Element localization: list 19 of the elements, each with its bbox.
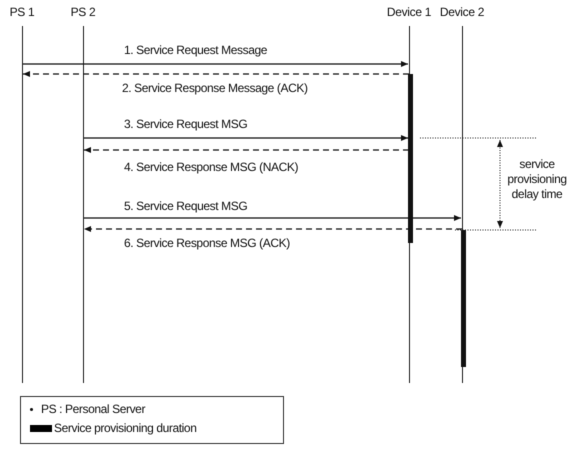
edge-label: 1. Service Request Message xyxy=(124,43,268,57)
participant-label: Device 1 xyxy=(386,5,432,20)
participant-label: PS 2 xyxy=(70,5,96,20)
edge-label: 4. Service Response MSG (NACK) xyxy=(124,160,298,174)
edge-label: 3. Service Request MSG xyxy=(124,117,248,131)
participant-label: Device 2 xyxy=(440,5,484,20)
edge-label: 6. Service Response MSG (ACK) xyxy=(124,236,290,250)
message-arrow xyxy=(84,215,461,221)
message-arrow xyxy=(84,147,409,153)
participant-label: PS 1 xyxy=(10,5,34,20)
edge-label: 5. Service Request MSG xyxy=(124,199,248,213)
legend-text: PS : Personal Server xyxy=(41,401,146,418)
message-arrow xyxy=(23,71,409,77)
message-arrow xyxy=(84,135,408,141)
message-arrow xyxy=(23,61,408,67)
delay-label: service provisioning delay time xyxy=(506,157,568,202)
legend-text: Service provisioning duration xyxy=(54,420,196,437)
edge-label: 2. Service Response Message (ACK) xyxy=(122,81,308,95)
message-arrow xyxy=(84,226,462,232)
